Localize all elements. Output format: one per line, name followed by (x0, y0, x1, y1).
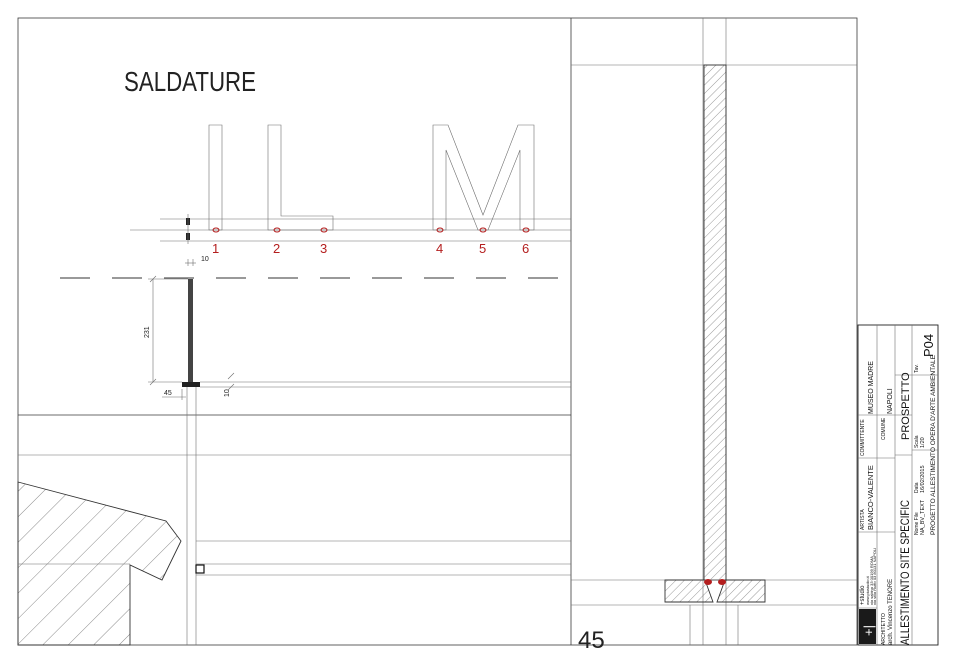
data-label: Data (914, 482, 920, 493)
studio-address: via sabina 33 00199 ROMA (869, 556, 874, 605)
architetto-label: ARCHITETTO (881, 613, 887, 645)
nome-file-label: Nome File (914, 512, 920, 535)
dimension-vertical: 231 (144, 326, 151, 338)
letter-i (208, 124, 223, 231)
weld-points (212, 227, 530, 233)
dimension-top: 10 (201, 256, 209, 263)
guide-lines (130, 218, 571, 242)
artista-value: BIANCO-VALENTE (866, 465, 875, 530)
data-value: 16/02/2015 (920, 465, 926, 493)
studio-address: via villa Ruffo 03 80131 NAPOLI (872, 548, 877, 605)
prospetto: PROSPETTO (900, 372, 912, 440)
letter-l (267, 124, 334, 231)
architetto-value: arch. Vincenzo TENORE (888, 579, 894, 645)
weld-number: 4 (436, 241, 443, 256)
project-description: PROGETTO ALLESTIMENTO OPERA D'ARTE AMBIE… (931, 355, 937, 535)
studio-name: +studio (860, 585, 866, 605)
scala-value: 1/20 (920, 437, 926, 448)
nome-file-value: NA_BV_TEXT (920, 499, 926, 535)
studio-web: www.piustudio.it (865, 575, 870, 605)
dimension-base: 45 (164, 390, 172, 397)
weld-bead (704, 579, 712, 585)
title-block: +| +studio www.piustudio.it via sabina 3… (857, 324, 939, 646)
studio-logo (859, 609, 876, 644)
scala-label: Scala (914, 435, 920, 448)
section-detail: 10 231 45 10 (144, 256, 571, 645)
weld-number-labels: 1 2 3 4 5 6 (212, 241, 529, 256)
lower-section (17, 454, 571, 646)
comune-label: COMUNE (881, 417, 887, 440)
weld-number: 6 (522, 241, 529, 256)
weld-number: 1 (212, 241, 219, 256)
svg-text:+|: +| (861, 625, 876, 636)
tav-value: P04 (921, 334, 936, 357)
elevation-column: 45 (571, 18, 857, 654)
weld-bead (718, 579, 726, 585)
dimension-base-height: 10 (224, 389, 231, 397)
project-title: ALLESTIMENTO SITE SPECIFIC (898, 500, 912, 645)
drawing-title: SALDATURE (124, 66, 256, 97)
committente-value: MUSEO MADRE (868, 361, 875, 414)
section-mark: 45 (578, 627, 605, 654)
letter-m (432, 124, 535, 231)
artista-label: ARTISTA (860, 509, 866, 530)
weld-number: 2 (273, 241, 280, 256)
sheet-frame (17, 17, 858, 646)
weld-number: 3 (320, 241, 327, 256)
committente-label: COMMITTENTE (860, 419, 866, 456)
tav-label: Tav. (914, 364, 920, 373)
comune-value: NAPOLI (887, 388, 894, 414)
letter-outlines (208, 124, 535, 231)
weld-number: 5 (479, 241, 486, 256)
profile-mark (186, 214, 190, 244)
